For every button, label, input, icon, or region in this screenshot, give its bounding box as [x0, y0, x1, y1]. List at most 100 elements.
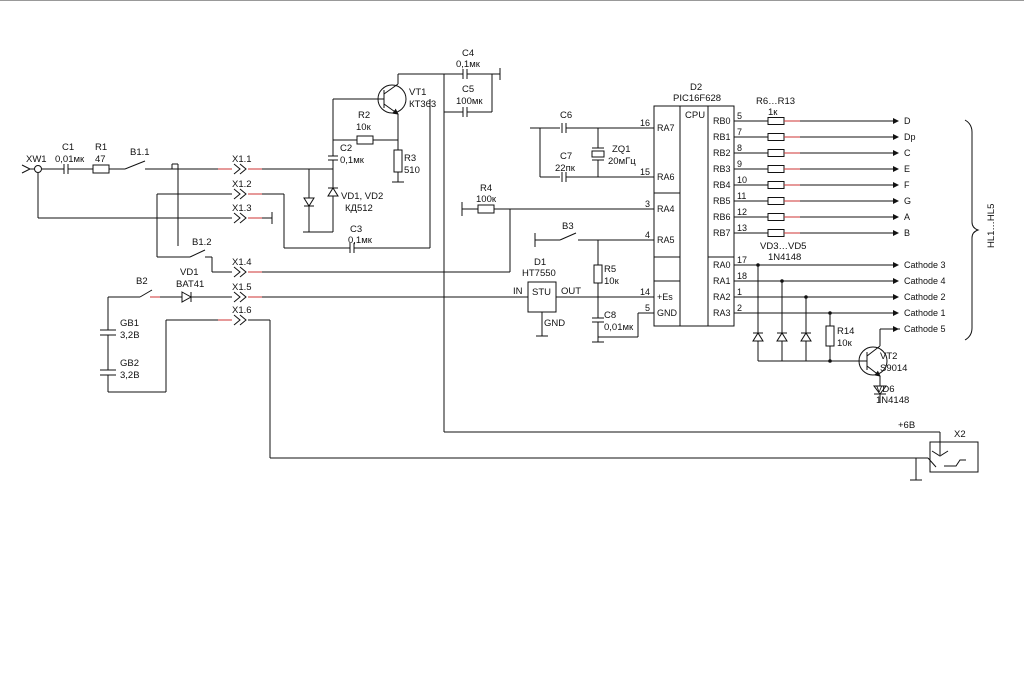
label-vt2: VT2	[880, 351, 897, 362]
label-zq1-value: 20мГц	[608, 156, 636, 167]
label-b1-1: B1.1	[130, 147, 150, 158]
segment-output-label: Cathode 5	[904, 324, 946, 334]
label-gb1-value: 3,2В	[120, 330, 140, 341]
label-r3: R3	[404, 153, 416, 164]
label-r14-value: 10к	[837, 338, 853, 349]
pin-number: 18	[737, 271, 747, 281]
label-c2-value: 0,1мк	[340, 155, 365, 166]
pin-number: 17	[737, 255, 747, 265]
pin-name: RA1	[713, 276, 731, 286]
label-b1-2: B1.2	[192, 237, 212, 248]
mcu-left-pin: RA6 15	[640, 167, 675, 182]
label-vd1-value: BAT41	[176, 279, 204, 290]
pin-name: RA0	[713, 260, 731, 270]
label-hl: HL1…HL5	[986, 204, 997, 248]
pin-name: GND	[657, 308, 678, 318]
label-vd6-value: 1N4148	[876, 395, 909, 406]
pin-number: 5	[645, 303, 650, 313]
component-labels: XW1 C1 0,01мк R1 47 B1.1 X1.1 X1.2 X1.3 …	[26, 48, 997, 440]
label-vt1: VT1	[409, 87, 426, 98]
pin-number: 3	[645, 199, 650, 209]
label-gnd: GND	[544, 318, 565, 329]
pin-name: RB5	[713, 196, 731, 206]
segment-output-label: Cathode 4	[904, 276, 946, 286]
label-r4-value: 100к	[476, 194, 497, 205]
pin-number: 12	[737, 207, 747, 217]
label-c4-value: 0,1мк	[456, 59, 481, 70]
label-gb2-value: 3,2В	[120, 370, 140, 381]
pin-number: 5	[737, 111, 742, 121]
pin-name: RB4	[713, 180, 731, 190]
pin-number: 15	[640, 167, 650, 177]
label-r2-value: 10к	[356, 122, 372, 133]
segment-output-label: Cathode 2	[904, 292, 946, 302]
pin-number: 14	[640, 287, 650, 297]
label-d2-value: PIC16F628	[673, 93, 721, 104]
label-x1-2: X1.2	[232, 179, 252, 190]
pin-number: 2	[737, 303, 742, 313]
pin-name: RA2	[713, 292, 731, 302]
pin-number: 7	[737, 127, 742, 137]
segment-output-label: B	[904, 228, 910, 238]
pin-name: RB6	[713, 212, 731, 222]
label-c8-value: 0,01мк	[604, 322, 634, 333]
pin-name: RA6	[657, 172, 675, 182]
resistor-r	[767, 117, 785, 125]
label-c4: C4	[462, 48, 474, 59]
label-c1: C1	[62, 142, 74, 153]
label-x1-5: X1.5	[232, 282, 252, 293]
label-zq1: ZQ1	[612, 144, 630, 155]
label-in: IN	[513, 286, 523, 297]
label-r5: R5	[604, 264, 616, 275]
segment-output-label: G	[904, 196, 911, 206]
segment-output-label: Cathode 1	[904, 308, 946, 318]
label-r6-r13-value: 1к	[768, 107, 778, 118]
resistor-r	[767, 133, 785, 141]
label-d1: D1	[534, 257, 546, 268]
label-vd3-vd5: VD3…VD5	[760, 241, 806, 252]
label-vt1-value: КТ363	[409, 99, 436, 110]
resistor-r	[767, 229, 785, 237]
label-c5-value: 100мк	[456, 96, 483, 107]
pin-name: RB2	[713, 148, 731, 158]
label-gb1: GB1	[120, 318, 139, 329]
pin-name: RA4	[657, 204, 675, 214]
mcu-d2	[653, 105, 735, 327]
label-vd1-vd2: VD1, VD2	[341, 191, 383, 202]
label-r4: R4	[480, 183, 492, 194]
pin-name: RA7	[657, 123, 675, 133]
label-r3-value: 510	[404, 165, 420, 176]
pin-number: 16	[640, 118, 650, 128]
label-r5-value: 10к	[604, 276, 620, 287]
resistor-r	[767, 165, 785, 173]
segment-output-label: D	[904, 116, 911, 126]
resistor-r	[767, 149, 785, 157]
segment-output-label: C	[904, 148, 911, 158]
mcu-left-pin: GND 5	[645, 303, 678, 318]
label-vt2-value: S9014	[880, 363, 907, 374]
pin-number: 9	[737, 159, 742, 169]
pin-number: 13	[737, 223, 747, 233]
resistor-r	[767, 213, 785, 221]
label-c3: C3	[350, 224, 362, 235]
segment-output-label: Cathode 3	[904, 260, 946, 270]
cathode-driver	[752, 263, 900, 402]
segment-output-label: F	[904, 180, 910, 190]
hl-bracket	[964, 119, 980, 341]
label-x1-4: X1.4	[232, 257, 252, 268]
segment-output-label: A	[904, 212, 910, 222]
label-x2: X2	[954, 429, 966, 440]
label-out: OUT	[561, 286, 581, 297]
